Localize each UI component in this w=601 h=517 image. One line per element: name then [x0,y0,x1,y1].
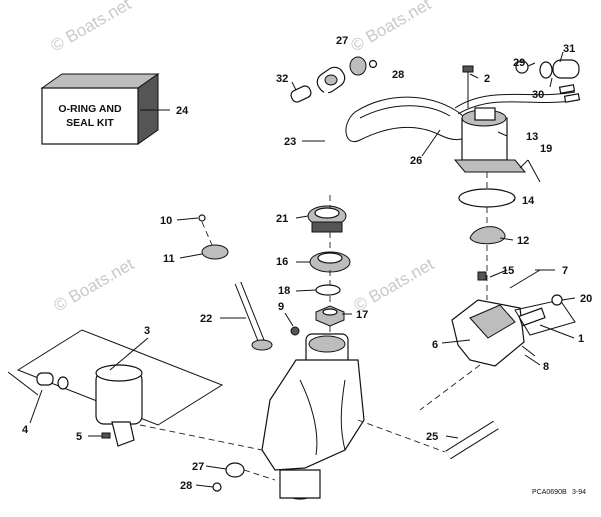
leader-lines [29,51,576,488]
fitting-29-31 [515,59,580,79]
callout-23: 23 [284,136,296,148]
pump-motor [345,65,581,173]
part-22 [234,281,273,351]
reservoir [7,329,224,447]
drawing-code: PCA0690B [532,489,567,496]
callout-24: 24 [176,105,189,117]
ram-assembly [290,56,378,191]
watermark-4: © Boats.net [351,254,438,315]
callout-6: 6 [432,339,438,351]
callout-19: 19 [540,143,552,155]
callout-4: 4 [22,424,29,436]
callout-10: 10 [160,215,172,227]
callout-18: 18 [278,285,290,297]
drawing-date: 3-94 [572,489,586,496]
callout-9: 9 [278,301,284,313]
callout-21: 21 [276,213,288,225]
callout-17: 17 [356,309,368,321]
seal-kit-label-line1: O-RING AND [58,103,122,115]
watermark-1: © Boats.net [48,0,135,55]
callout-27-lower: 27 [192,461,204,473]
callout-3: 3 [144,325,150,337]
part-27-lower [225,462,245,478]
center-stack [307,205,351,327]
part-12 [469,226,506,245]
callout-26: 26 [410,155,422,167]
callout-14: 14 [522,195,535,207]
callout-29: 29 [513,57,525,69]
callout-28-lower: 28 [180,480,192,492]
pump-body [451,269,576,367]
callout-13: 13 [526,131,538,143]
callout-20: 20 [580,293,592,305]
callout-32: 32 [276,73,288,85]
assembly-lines [139,172,488,481]
callout-31: 31 [563,43,575,55]
part-28-lower [212,482,222,492]
seal-kit-label-line2: SEAL KIT [66,117,114,129]
callout-27: 27 [336,35,348,47]
callout-28: 28 [392,69,404,81]
callout-11: 11 [163,253,175,265]
part-25 [445,420,499,460]
callout-22: 22 [200,313,212,325]
callout-12: 12 [517,235,529,247]
watermark-group: © Boats.net © Boats.net © Boats.net © Bo… [48,0,438,315]
o-ring-14 [458,188,516,208]
callout-15: 15 [502,265,514,277]
callout-16: 16 [276,256,288,268]
watermark-3: © Boats.net [51,254,138,315]
seal-kit-box: O-RING AND SEAL KIT [40,73,170,145]
callout-labels: 1 2 3 4 5 6 7 8 9 10 11 12 13 14 15 16 1… [22,35,592,492]
callout-2: 2 [484,73,490,85]
callout-7: 7 [562,265,568,277]
callout-8: 8 [543,361,549,373]
callout-30: 30 [532,89,544,101]
callout-5: 5 [76,431,82,443]
callout-25: 25 [426,431,438,443]
callout-1: 1 [578,333,584,345]
watermark-2: © Boats.net [348,0,435,55]
trim-bracket [261,333,365,500]
